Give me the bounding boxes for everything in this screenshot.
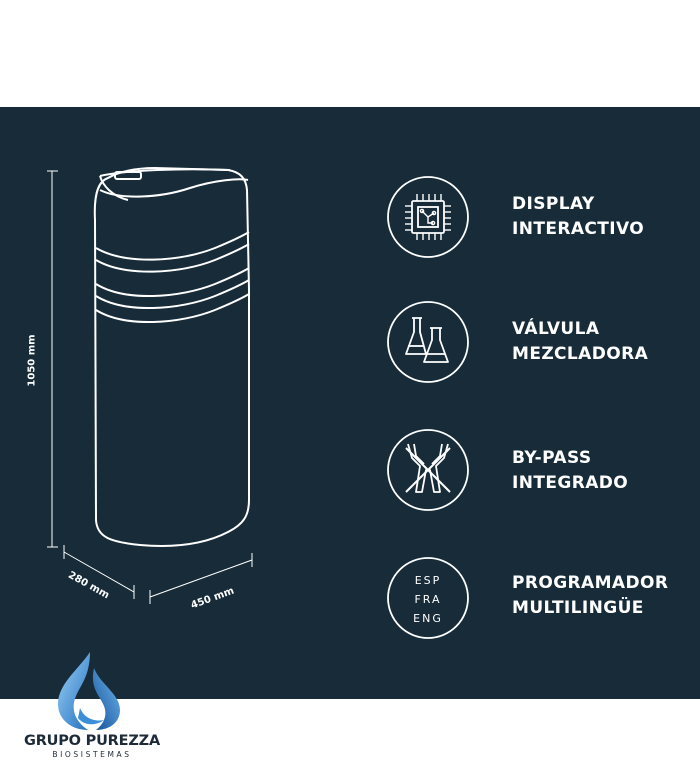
feature-programmer: PROGRAMADOR MULTILINGÜE bbox=[512, 571, 668, 621]
feature-valve-line1: VÁLVULA bbox=[512, 319, 600, 339]
product-panel bbox=[0, 107, 700, 699]
purezza-drop-logo bbox=[58, 652, 120, 730]
chip-icon bbox=[386, 175, 470, 259]
feature-valve: VÁLVULA MEZCLADORA bbox=[512, 317, 648, 367]
feature-programmer-line1: PROGRAMADOR bbox=[512, 573, 669, 593]
feature-display-line1: DISPLAY bbox=[512, 194, 595, 214]
feature-bypass-line1: BY-PASS bbox=[512, 448, 592, 468]
feature-valve-line2: MEZCLADORA bbox=[512, 344, 649, 364]
language-icon: ESP FRA ENG bbox=[386, 556, 470, 640]
feature-bypass: BY-PASS INTEGRADO bbox=[512, 446, 628, 496]
flasks-icon bbox=[386, 300, 470, 384]
language-esp: ESP bbox=[414, 574, 442, 587]
language-eng: ENG bbox=[413, 612, 443, 625]
language-fra: FRA bbox=[414, 593, 442, 606]
height-dimension-label: 1050 mm bbox=[26, 334, 38, 387]
bypass-icon bbox=[386, 428, 470, 512]
brand-tagline: BIOSISTEMAS bbox=[52, 750, 132, 759]
brand-name: GRUPO PUREZZA bbox=[24, 733, 160, 749]
feature-display: DISPLAY INTERACTIVO bbox=[512, 192, 644, 242]
feature-bypass-line2: INTEGRADO bbox=[512, 473, 629, 493]
feature-programmer-line2: MULTILINGÜE bbox=[512, 598, 644, 618]
feature-display-line2: INTERACTIVO bbox=[512, 219, 645, 239]
